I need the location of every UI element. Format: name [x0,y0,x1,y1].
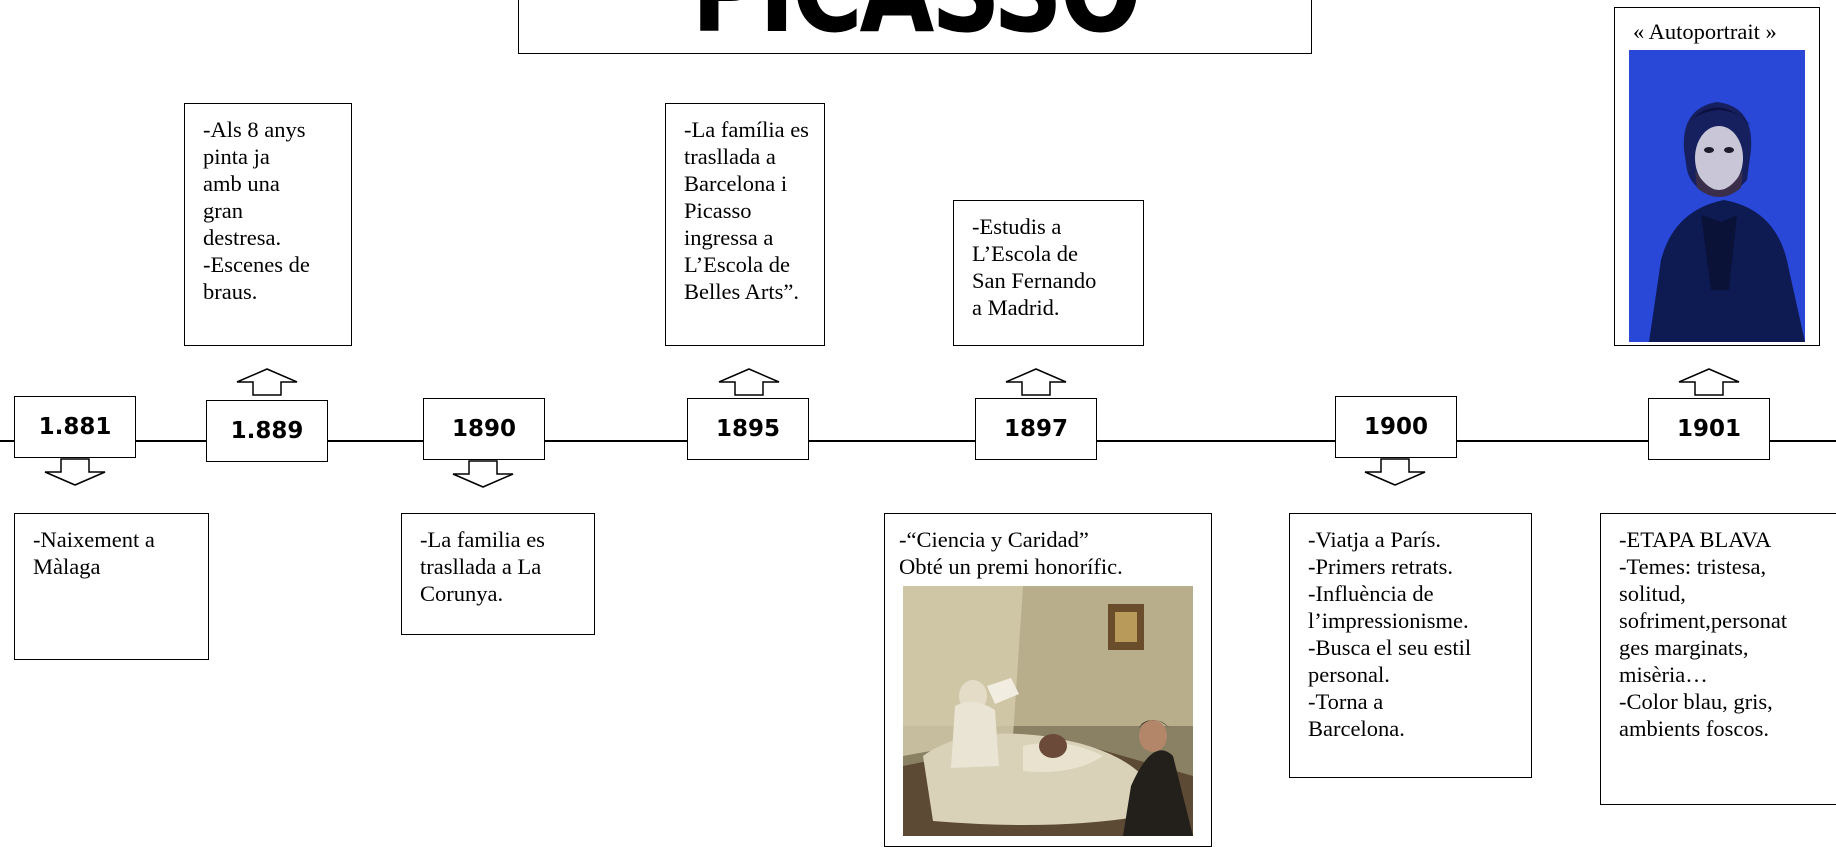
note-line: L’Escola de [684,252,791,277]
note-1890: -La familia es traslladа a La Corunya. [401,513,595,635]
arrow-up-icon [1004,368,1068,396]
note-line: gran [203,198,243,223]
note-line: -Torna a [1308,689,1384,714]
note-line: Màlaga [33,554,101,579]
note-line: -La familia es [420,527,545,552]
note-line: Picasso [684,198,752,223]
note-line: -La família es [684,117,809,142]
note-line: -Primers retrats. [1308,554,1453,579]
year-box-1900: 1900 [1335,396,1457,458]
note-1881: -Naixement a Màlaga [14,513,209,660]
title-box: PICASSO [518,0,1312,54]
arrow-up-icon [1677,368,1741,396]
note-line: San Fernando [972,268,1097,293]
note-line: -Busca el seu estil [1308,635,1472,660]
note-line: traslladа a La [420,554,542,579]
arrow-down-icon [43,458,107,486]
page-title: PICASSO [590,0,1239,49]
note-1900: -Viatja a París. -Primers retrats. -Infl… [1289,513,1532,778]
note-line: l’impressionisme. [1308,608,1469,633]
note-1889: -Als 8 anys pinta ja amb una gran destre… [184,103,352,346]
note-line: -ETAPA BLAVA [1619,527,1772,552]
note-line: braus. [203,279,258,304]
note-line: -“Ciencia y Caridad” [899,527,1089,552]
year-box-1881: 1.881 [14,396,136,458]
note-1895: -La família es traslladа a Barcelona i P… [665,103,825,346]
timeline-axis [0,440,1836,442]
note-line: misèria… [1619,662,1708,687]
note-line: Obté un premi honorífic. [899,554,1123,579]
ciencia-y-caridad-image [903,586,1193,836]
note-line: Belles Arts”. [684,279,799,304]
year-box-1901: 1901 [1648,398,1770,460]
portrait-caption: « Autoportrait » [1633,19,1777,44]
note-line: ingressa a [684,225,774,250]
note-1901: -ETAPA BLAVA -Temes: tristesa, solitud, … [1600,513,1836,805]
arrow-up-icon [235,368,299,396]
year-box-1895: 1895 [687,398,809,460]
portrait-box: « Autoportrait » [1614,7,1820,346]
year-box-1890: 1890 [423,398,545,460]
note-line: Barcelona i [684,171,788,196]
note-line: -Escenes de [203,252,310,277]
note-line: -Naixement a [33,527,155,552]
note-line: -Color blau, gris, [1619,689,1773,714]
note-line: L’Escola de [972,241,1079,266]
note-line: ambients foscos. [1619,716,1769,741]
note-line: ges marginats, [1619,635,1749,660]
note-line: destresa. [203,225,282,250]
note-line: -Influència de [1308,581,1434,606]
note-line: sofriment,personat [1619,608,1788,633]
note-line: -Als 8 anys [203,117,306,142]
note-line: traslladа a [684,144,776,169]
note-1897: -Estudis a L’Escola de San Fernando a Ma… [953,200,1144,346]
note-line: -Estudis a [972,214,1062,239]
self-portrait-image [1629,50,1805,342]
note-line: -Viatja a París. [1308,527,1441,552]
note-line: personal. [1308,662,1390,687]
note-line: Corunya. [420,581,504,606]
note-line: -Temes: tristesa, [1619,554,1767,579]
arrow-up-icon [717,368,781,396]
year-box-1897: 1897 [975,398,1097,460]
note-line: pinta ja [203,144,270,169]
note-line: amb una [203,171,280,196]
note-line: a Madrid. [972,295,1060,320]
arrow-down-icon [1363,458,1427,486]
note-line: solitud, [1619,581,1686,606]
arrow-down-icon [451,460,515,488]
year-box-1889: 1.889 [206,400,328,462]
note-line: Barcelona. [1308,716,1405,741]
note-1897-detail: -“Ciencia y Caridad” Obté un premi honor… [884,513,1212,847]
